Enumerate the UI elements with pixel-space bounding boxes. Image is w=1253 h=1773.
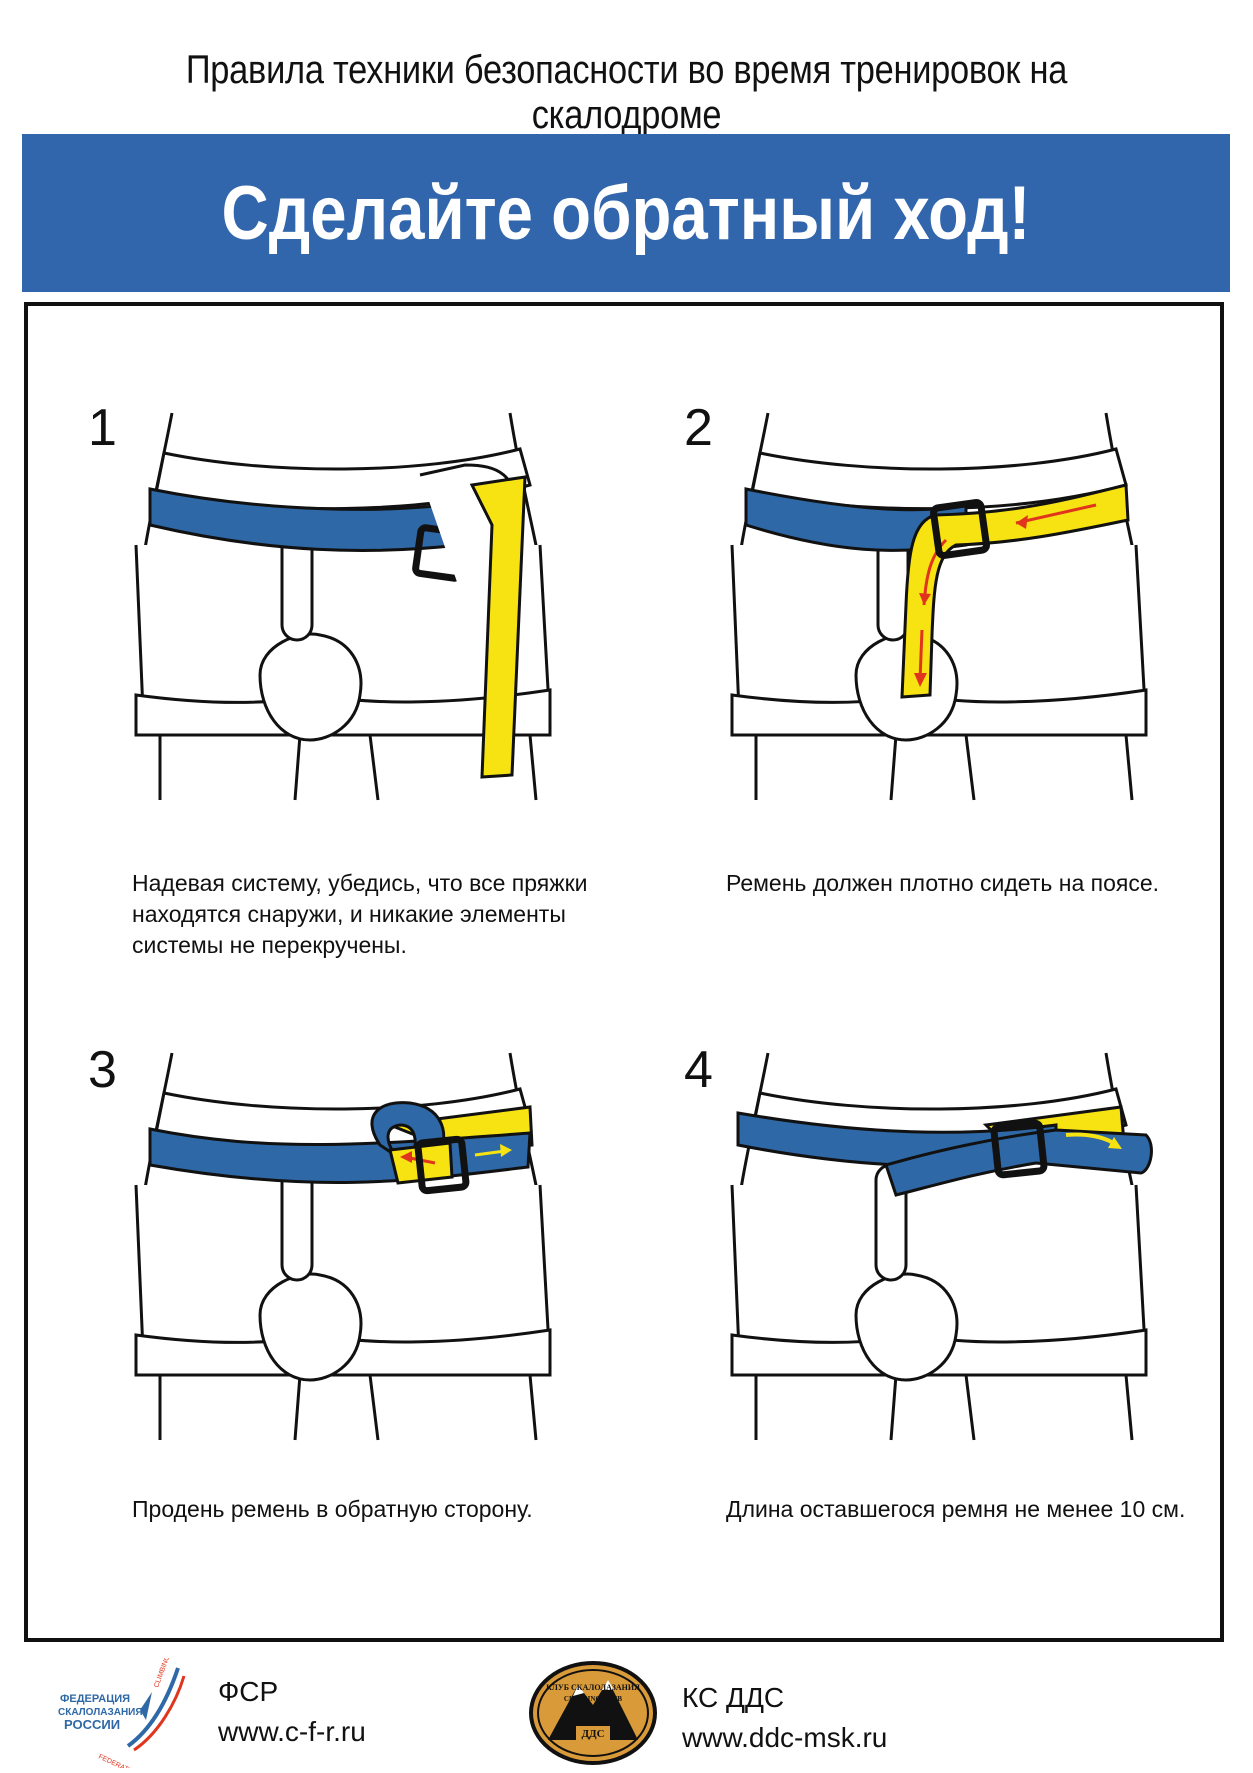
step-4-number: 4 xyxy=(684,1041,713,1099)
step-1-harness-illustration xyxy=(134,412,552,801)
ddc-logo-mid: CLIMBING CLUB xyxy=(564,1695,622,1703)
ddc-link[interactable]: www.ddc-msk.ru xyxy=(682,1722,888,1753)
fsr-info: ФСР www.c-f-r.ru xyxy=(218,1672,366,1752)
fsr-logo-line-3: РОССИИ xyxy=(64,1717,120,1732)
step-2-text: Ремень должен плотно сидеть на поясе. xyxy=(726,870,1160,896)
step-1-number: 1 xyxy=(88,399,117,457)
fsr-name: ФСР xyxy=(218,1676,279,1707)
step-3-text: Продень ремень в обратную сторону. xyxy=(132,1496,533,1522)
step-3-number: 3 xyxy=(88,1041,117,1099)
fsr-logo-arc-top: CLIMBING xyxy=(153,1658,171,1689)
fsr-logo-line-1: ФЕДЕРАЦИЯ xyxy=(60,1693,130,1705)
ddc-name: КС ДДС xyxy=(682,1682,785,1713)
instructions-frame xyxy=(24,302,1224,1642)
step-4-text: Длина оставшегося ремня не менее 10 см. xyxy=(726,1496,1186,1522)
banner-background xyxy=(22,134,1230,292)
fsr-logo: ФЕДЕРАЦИЯ СКАЛОЛАЗАНИЯ РОССИИ CLIMBING F… xyxy=(58,1658,186,1768)
ddc-logo: КЛУБ СКАЛОЛАЗАНИЯ CLIMBING CLUB ДДС xyxy=(529,1661,657,1765)
fsr-link[interactable]: www.c-f-r.ru xyxy=(218,1716,366,1747)
fsr-logo-arc-bottom: FEDERATION OF RUSSIA xyxy=(97,1753,177,1768)
step-3-harness-illustration xyxy=(134,1052,552,1441)
banner-title: Сделайте обратный ход! xyxy=(221,170,1031,256)
ddc-logo-bottom: ДДС xyxy=(581,1728,604,1740)
ddc-info: КС ДДС www.ddc-msk.ru xyxy=(682,1678,887,1758)
step-2-number: 2 xyxy=(684,399,713,457)
ddc-logo-top: КЛУБ СКАЛОЛАЗАНИЯ xyxy=(546,1683,640,1692)
step-4-harness-illustration xyxy=(730,1052,1153,1441)
step-2-harness-illustration xyxy=(730,412,1148,801)
banner: Сделайте обратный ход! xyxy=(22,134,1230,292)
fsr-logo-line-2: СКАЛОЛАЗАНИЯ xyxy=(58,1707,143,1718)
step-1-text: Надевая систему, убедись, что все пряжки… xyxy=(132,870,588,958)
page-title: Правила техники безопасности во время тр… xyxy=(185,48,1068,137)
